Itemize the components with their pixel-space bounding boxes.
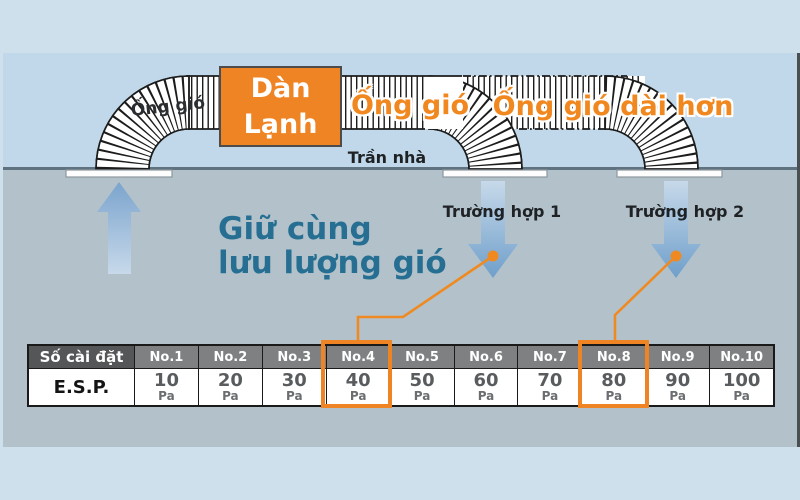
esp-unit: Pa xyxy=(477,389,495,403)
esp-value: 80 xyxy=(601,370,627,391)
duct-left-bend xyxy=(95,75,191,171)
ceiling-line xyxy=(3,167,797,170)
esp-table-value-row: E.S.P. 10 Pa 20 Pa 30 Pa 40 Pa 50 Pa 60 … xyxy=(29,368,774,405)
esp-value: 10 xyxy=(153,370,179,391)
setting-number-header: Số cài đặt xyxy=(29,346,135,368)
esp-value-cell: 60 Pa xyxy=(454,369,519,405)
ceiling-vent-case2 xyxy=(616,169,723,178)
ceiling-label: Trần nhà xyxy=(347,148,427,167)
esp-value: 30 xyxy=(281,370,307,391)
esp-value-cell: 40 Pa xyxy=(326,369,391,405)
esp-table-header-row: Số cài đặt No.1 No.2 No.3 No.4 No.5 No.6… xyxy=(29,346,774,368)
esp-unit: Pa xyxy=(222,389,239,403)
esp-unit: Pa xyxy=(733,389,750,403)
column-header: No.7 xyxy=(518,346,583,368)
duct-extension-edges xyxy=(463,75,627,130)
esp-value: 40 xyxy=(345,370,371,391)
duct-longer-label: Ống gió dài hơn xyxy=(492,91,734,122)
column-header: No.2 xyxy=(198,346,263,368)
column-header: No.9 xyxy=(646,346,711,368)
column-header: No.3 xyxy=(262,346,327,368)
case2-down-arrow-icon xyxy=(651,181,701,278)
esp-value: 90 xyxy=(665,370,691,391)
case1-connector-dot xyxy=(487,250,499,262)
highlight-box-no4 xyxy=(321,340,392,408)
esp-value: 60 xyxy=(473,370,499,391)
esp-value-cell: 70 Pa xyxy=(518,369,583,405)
esp-table: Số cài đặt No.1 No.2 No.3 No.4 No.5 No.6… xyxy=(27,344,775,407)
esp-value-cell: 100 Pa xyxy=(710,369,774,405)
airflow-up-arrow-icon xyxy=(97,182,141,274)
panel-right-edge xyxy=(797,53,800,447)
esp-unit: Pa xyxy=(669,389,686,403)
esp-row-label: E.S.P. xyxy=(29,369,135,405)
case1-down-arrow-icon xyxy=(468,181,518,278)
highlight-box-no8 xyxy=(578,340,649,408)
esp-value-cell: 10 Pa xyxy=(135,369,199,405)
esp-unit: Pa xyxy=(285,389,303,403)
esp-unit: Pa xyxy=(605,389,623,403)
column-header: No.5 xyxy=(390,346,455,368)
esp-unit: Pa xyxy=(541,389,559,403)
case2-connector-line xyxy=(613,255,677,352)
esp-value: 70 xyxy=(537,370,563,391)
esp-value: 100 xyxy=(722,370,761,391)
esp-value-cell: 30 Pa xyxy=(262,369,327,405)
column-header: No.8 xyxy=(582,346,647,368)
esp-unit: Pa xyxy=(158,389,175,403)
indoor-unit-box: Dàn Lạnh xyxy=(219,66,342,147)
column-header: No.4 xyxy=(326,346,391,368)
esp-value-cell: 80 Pa xyxy=(582,369,647,405)
case1-connector-line xyxy=(356,254,494,352)
esp-value-cell: 90 Pa xyxy=(646,369,711,405)
case1-label: Trường hợp 1 xyxy=(442,202,562,221)
esp-value: 20 xyxy=(217,370,243,391)
ceiling-vent-case1 xyxy=(442,169,548,178)
duct-mid-label: Ống gió xyxy=(350,90,470,121)
column-header: No.6 xyxy=(454,346,519,368)
indoor-unit-label-line1: Dàn xyxy=(250,73,311,105)
esp-unit: Pa xyxy=(349,389,367,403)
esp-unit: Pa xyxy=(413,389,431,403)
case2-label: Trường hợp 2 xyxy=(625,202,745,221)
ceiling-vent-left xyxy=(65,169,173,178)
esp-value: 50 xyxy=(409,370,435,391)
case2-connector-dot xyxy=(670,250,682,262)
esp-value-cell: 50 Pa xyxy=(390,369,455,405)
column-header: No.1 xyxy=(135,346,199,368)
airflow-note: Giữ cùng lưu lượng gió xyxy=(218,212,447,280)
airflow-note-line2: lưu lượng gió xyxy=(218,245,447,281)
indoor-unit-label-line2: Lạnh xyxy=(243,108,318,140)
column-header: No.10 xyxy=(710,346,774,368)
esp-value-cell: 20 Pa xyxy=(198,369,263,405)
duct-case2-bend xyxy=(603,75,699,171)
airflow-note-line1: Giữ cùng xyxy=(218,211,372,247)
